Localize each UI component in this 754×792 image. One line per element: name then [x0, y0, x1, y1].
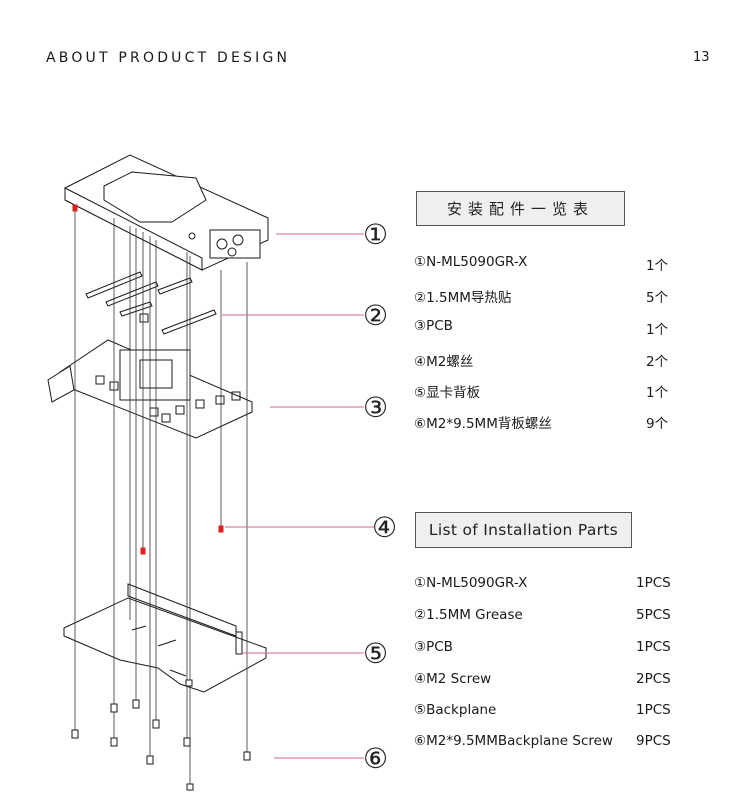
part-name: ⑤Backplane — [414, 702, 497, 718]
part-qty: 1个 — [646, 322, 669, 338]
part-qty: 2PCS — [636, 671, 671, 687]
list-item: ⑤显卡背板 1个 — [414, 381, 714, 403]
part-name: ④M2螺丝 — [414, 354, 474, 370]
backplate — [63, 583, 267, 693]
callout-2: ② — [363, 299, 388, 332]
list-item: ③PCB 1PCS — [414, 639, 714, 661]
part-name: ①N-ML5090GR-X — [414, 254, 528, 270]
part-qty: 9个 — [646, 416, 669, 432]
list-item: ②1.5MM导热贴 5个 — [414, 286, 714, 308]
list-item: ④M2螺丝 2个 — [414, 350, 714, 372]
callouts: ① ② ③ ④ ⑤ ⑥ — [363, 218, 397, 775]
part-qty: 2个 — [646, 354, 669, 370]
part-name: ③PCB — [414, 639, 453, 655]
part-name: ④M2 Screw — [414, 671, 492, 687]
part-name: ⑤显卡背板 — [414, 385, 481, 401]
part-name: ⑥M2*9.5MM背板螺丝 — [414, 416, 552, 432]
list-item: ⑤Backplane 1PCS — [414, 702, 714, 724]
part-qty: 9PCS — [636, 733, 671, 749]
part-qty: 5PCS — [636, 607, 671, 623]
header-title: ABOUT PRODUCT DESIGN — [46, 50, 291, 66]
parts-list-title-cn: 安装配件一览表 — [416, 191, 625, 226]
list-item: ⑥M2*9.5MMBackplane Screw 9PCS — [414, 733, 714, 755]
thermal-pads — [85, 271, 217, 335]
callout-5: ⑤ — [363, 637, 388, 670]
parts-list-title-en: List of Installation Parts — [415, 512, 632, 548]
part-name: ③PCB — [414, 318, 453, 334]
part-qty: 1PCS — [636, 702, 671, 718]
callout-4: ④ — [372, 511, 397, 544]
part-name: ①N-ML5090GR-X — [414, 575, 528, 591]
list-item: ①N-ML5090GR-X 1PCS — [414, 575, 714, 597]
part-name: ②1.5MM Grease — [414, 607, 523, 623]
list-item: ②1.5MM Grease 5PCS — [414, 607, 714, 629]
list-item: ①N-ML5090GR-X 1个 — [414, 254, 714, 276]
callout-3: ③ — [363, 391, 388, 424]
callout-6: ⑥ — [363, 742, 388, 775]
page-number: 13 — [693, 50, 710, 65]
part-qty: 1个 — [646, 385, 669, 401]
leader-lines — [222, 233, 374, 759]
callout-1: ① — [363, 218, 388, 251]
list-item: ③PCB 1个 — [414, 318, 714, 340]
screws — [71, 679, 251, 791]
part-qty: 1PCS — [636, 639, 671, 655]
water-block — [64, 154, 269, 271]
part-name: ⑥M2*9.5MMBackplane Screw — [414, 733, 613, 749]
list-item: ⑥M2*9.5MM背板螺丝 9个 — [414, 412, 714, 434]
list-item: ④M2 Screw 2PCS — [414, 671, 714, 693]
assembly-lines — [74, 205, 248, 786]
part-qty: 1PCS — [636, 575, 671, 591]
part-qty: 5个 — [646, 290, 669, 306]
part-qty: 1个 — [646, 258, 669, 274]
part-name: ②1.5MM导热贴 — [414, 290, 512, 306]
